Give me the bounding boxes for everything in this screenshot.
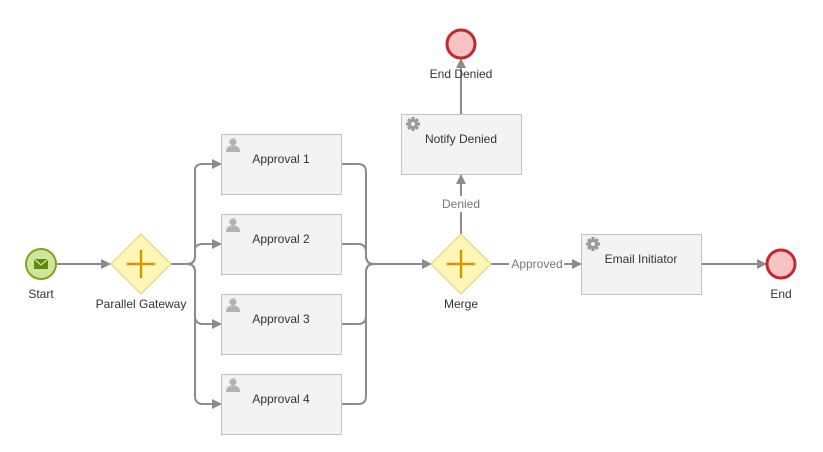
- envelope-icon: [33, 258, 49, 269]
- email-initiator-label: Email Initiator: [605, 252, 678, 266]
- end-event-label: End: [770, 287, 791, 301]
- approval-task-1[interactable]: Approval 1: [221, 134, 342, 195]
- flow-approval-3-to-merge[interactable]: [342, 263, 375, 325]
- gear-icon: [586, 237, 600, 251]
- plus-icon: [126, 249, 156, 279]
- approval-task-label: Approval 2: [252, 232, 310, 246]
- approval-task-label: Approval 3: [252, 312, 310, 326]
- flow-label-denied: Denied: [442, 197, 480, 211]
- parallel-gateway[interactable]: [110, 233, 172, 295]
- notify-denied-task[interactable]: Notify Denied: [401, 114, 522, 175]
- approval-task-3[interactable]: Approval 3: [221, 294, 342, 355]
- merge-gateway[interactable]: [430, 233, 492, 295]
- approval-task-label: Approval 4: [252, 392, 310, 406]
- end-denied-event[interactable]: [445, 28, 477, 60]
- flow-gateway-to-approval-4[interactable]: [170, 263, 222, 409]
- approval-task-4[interactable]: Approval 4: [221, 374, 342, 435]
- start-event[interactable]: [25, 248, 57, 280]
- flow-approval-4-to-merge[interactable]: [342, 263, 375, 405]
- flow-gateway-to-approval-2[interactable]: [170, 239, 222, 265]
- merge-gateway-label: Merge: [444, 297, 478, 311]
- gear-icon: [406, 117, 420, 131]
- parallel-gateway-label: Parallel Gateway: [96, 297, 187, 311]
- flow-label-bg: [509, 256, 564, 272]
- end-event[interactable]: [765, 248, 797, 280]
- flow-approval-2-to-merge[interactable]: [342, 243, 375, 265]
- plus-icon: [446, 249, 476, 279]
- email-initiator-task[interactable]: Email Initiator: [581, 234, 702, 295]
- approval-task-2[interactable]: Approval 2: [221, 214, 342, 275]
- flow-label-bg: [438, 196, 484, 212]
- flow-approval-1-to-merge[interactable]: [342, 163, 432, 269]
- start-event-label: Start: [28, 287, 54, 301]
- end-denied-label: End Denied: [430, 67, 493, 81]
- approval-task-label: Approval 1: [252, 152, 310, 166]
- sequence-flows: [57, 58, 767, 409]
- notify-denied-label: Notify Denied: [425, 132, 497, 146]
- flow-label-approved: Approved: [511, 257, 562, 271]
